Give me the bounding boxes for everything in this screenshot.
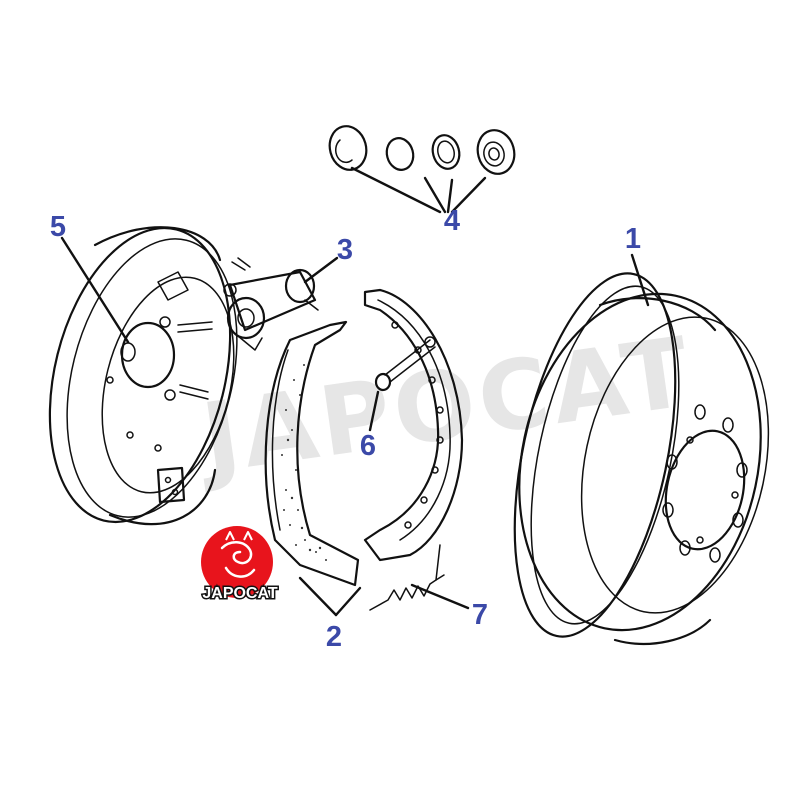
callout-2: 2: [326, 621, 342, 653]
lining-texture: [281, 364, 327, 561]
callout-4: 4: [444, 205, 460, 237]
callout-1: 1: [625, 223, 641, 255]
logo-text: JAPOCAT: [202, 585, 277, 602]
callout-7: 7: [472, 599, 488, 631]
cat-icon: [220, 541, 253, 565]
callout-6: 6: [360, 430, 376, 462]
callout-5: 5: [50, 211, 66, 243]
spring: [369, 544, 445, 611]
brake-shoes: [264, 288, 464, 587]
leader-lines: [60, 166, 650, 617]
callout-3: 3: [337, 234, 353, 266]
wheel-cylinder: [223, 257, 319, 351]
brake-drum: [513, 272, 770, 646]
seal-kit: [328, 125, 516, 175]
japocat-logo: JAPOCAT: [201, 526, 279, 604]
adjuster: [374, 336, 436, 392]
